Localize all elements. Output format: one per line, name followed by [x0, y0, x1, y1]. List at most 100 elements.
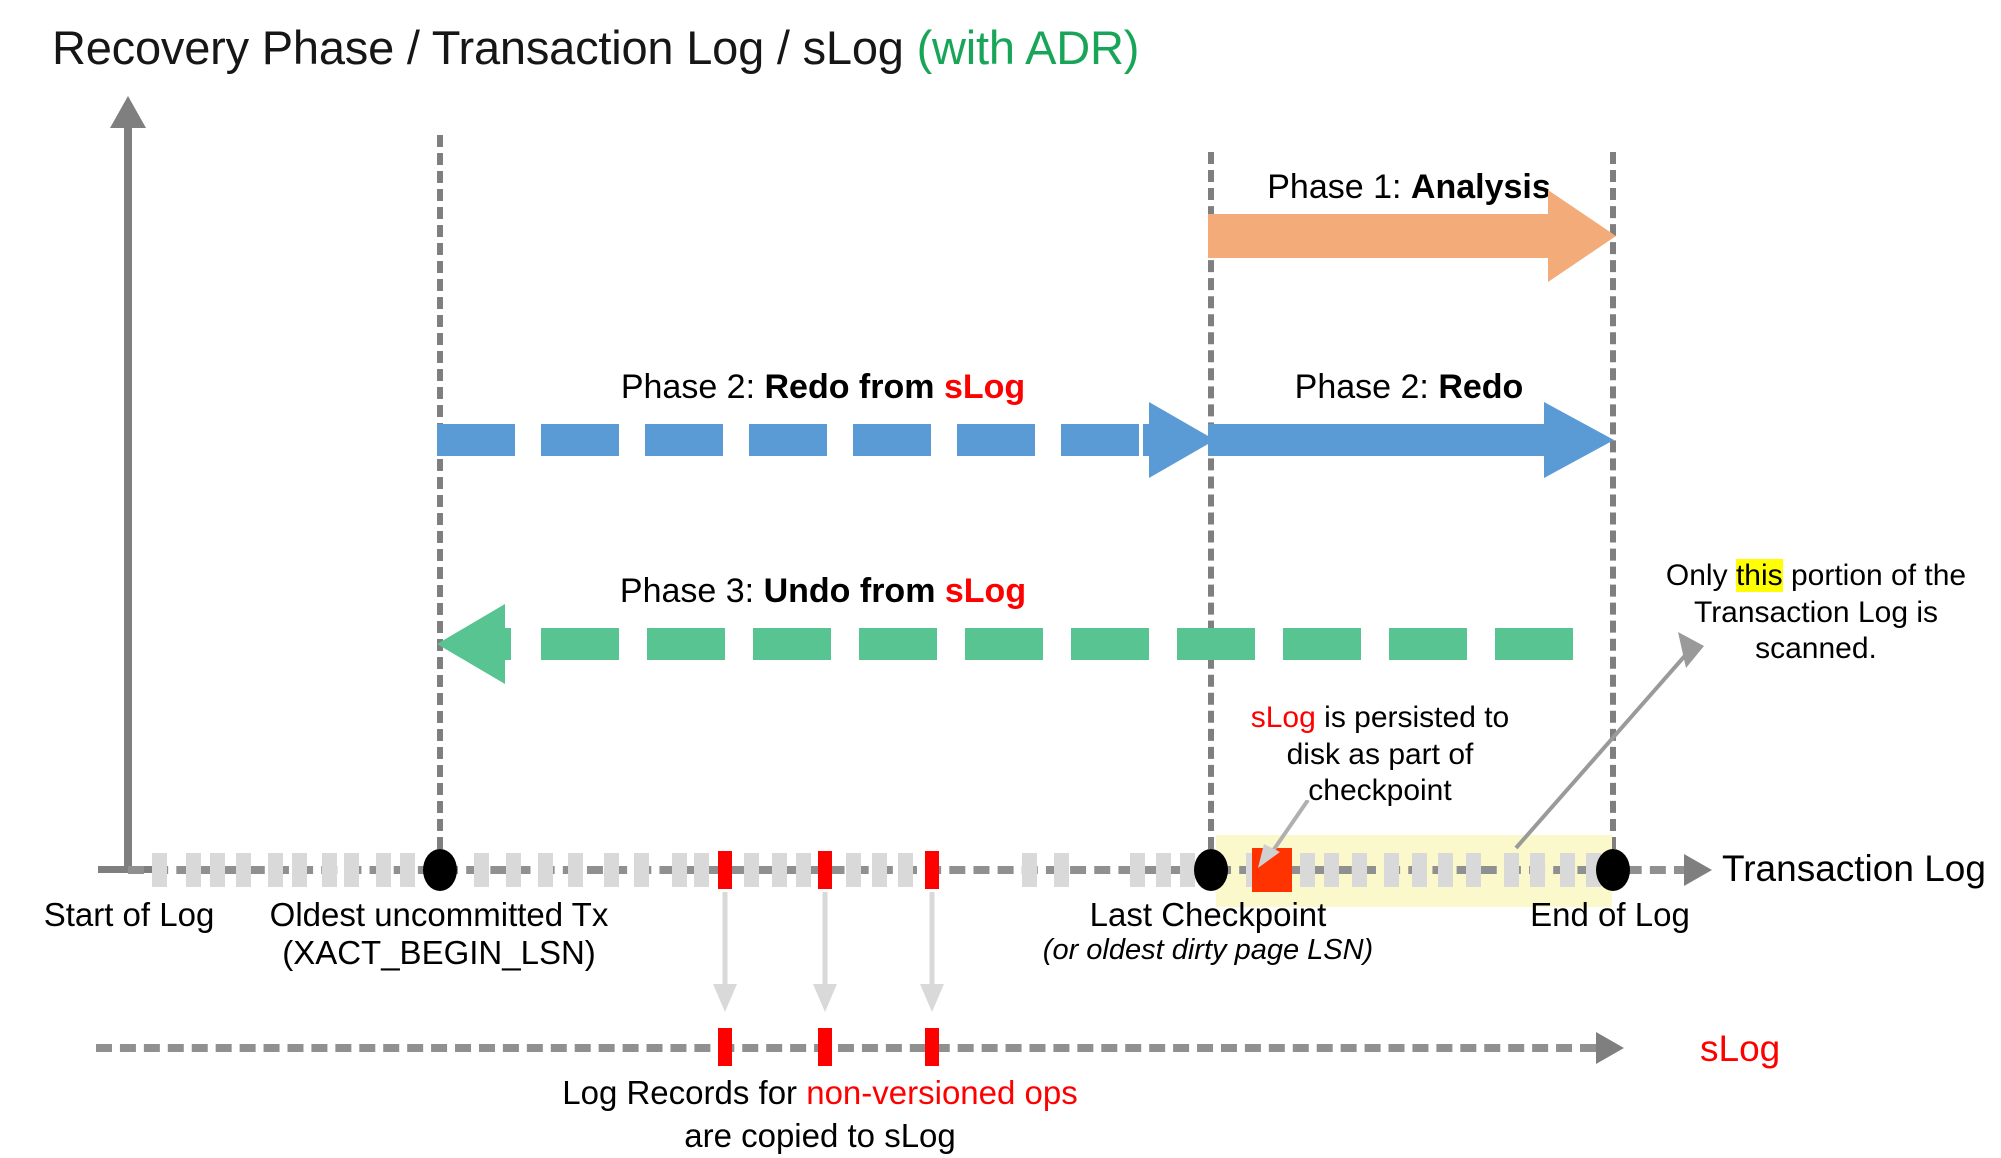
- label-end-of-log-text: End of Log: [1530, 896, 1690, 933]
- log-record-tick: [744, 853, 759, 887]
- vertical-axis: [124, 124, 132, 872]
- note-checkpoint-rest: is persisted to disk as part of checkpoi…: [1286, 701, 1510, 808]
- nonversioned-op-record-tick: [925, 851, 939, 889]
- log-record-tick: [1352, 853, 1367, 887]
- log-record-tick: [322, 853, 337, 887]
- phase-2-redo-label: Phase 2: Redo: [1208, 368, 1610, 407]
- note-slog-copy-accent: non-versioned ops: [806, 1074, 1078, 1111]
- phase-3-prefix: Phase 3:: [619, 572, 764, 610]
- log-record-tick: [210, 853, 225, 887]
- log-record-tick: [506, 853, 521, 887]
- vertical-axis-arrowhead-icon: [110, 96, 146, 128]
- phase-1-analysis-arrow: [1208, 188, 1618, 284]
- log-record-tick: [186, 853, 201, 887]
- guide-line-oldest-uncommitted-tx: [437, 135, 443, 867]
- log-record-tick: [1324, 853, 1339, 887]
- log-record-tick: [1560, 853, 1575, 887]
- note-scanned-leader-line: [1490, 630, 1710, 865]
- nonversioned-op-record-tick: [718, 851, 732, 889]
- log-record-tick: [1022, 853, 1037, 887]
- log-record-tick: [1156, 853, 1171, 887]
- note-scanned-highlight: this: [1735, 559, 1783, 592]
- log-record-tick: [772, 853, 787, 887]
- log-record-tick: [376, 853, 391, 887]
- label-last-checkpoint: Last Checkpoint (or oldest dirty page LS…: [1040, 896, 1376, 967]
- note-scanned-post: portion of the Transaction Log is scanne…: [1693, 559, 1967, 666]
- note-slog-persisted-checkpoint: sLog is persisted to disk as part of che…: [1236, 700, 1524, 810]
- log-record-tick: [268, 853, 283, 887]
- log-record-tick: [1466, 853, 1481, 887]
- phase-2-redo-from-slog-arrow: [437, 400, 1217, 480]
- phase-2a-prefix: Phase 2:: [620, 368, 765, 406]
- phase-2-redo-from-slog-label: Phase 2: Redo from sLog: [437, 368, 1209, 407]
- phase-2b-bold: Redo: [1438, 368, 1524, 406]
- log-record-tick: [1504, 853, 1519, 887]
- label-oldest-uncommitted-tx-sub: (XACT_BEGIN_LSN): [282, 934, 596, 971]
- phase-3-accent: sLog: [944, 572, 1027, 610]
- phase-2a-accent: sLog: [943, 368, 1026, 406]
- log-record-tick: [568, 853, 583, 887]
- label-start-of-log-text: Start of Log: [43, 896, 215, 933]
- log-record-tick: [152, 853, 167, 887]
- phase-3-undo-from-slog-arrow: [435, 602, 1615, 686]
- log-record-tick: [538, 853, 553, 887]
- log-record-tick: [694, 853, 709, 887]
- label-oldest-uncommitted-tx: Oldest uncommitted Tx (XACT_BEGIN_LSN): [228, 896, 650, 972]
- transaction-log-arrowhead-icon: [1684, 854, 1712, 886]
- note-checkpoint-leader-line: [1252, 798, 1314, 875]
- guide-line-last-checkpoint: [1208, 152, 1214, 867]
- phase-2-redo-arrow: [1208, 400, 1618, 480]
- slog-line: [96, 1044, 1596, 1052]
- phase-1-bold: Analysis: [1410, 168, 1551, 206]
- phase-3-bold: Undo from: [763, 572, 945, 610]
- phase-2b-prefix: Phase 2:: [1294, 368, 1439, 406]
- log-record-tick: [846, 853, 861, 887]
- note-slog-copy-pre: Log Records for: [562, 1074, 807, 1111]
- transaction-log-axis-label: Transaction Log: [1722, 848, 1986, 889]
- marker-dot-last-checkpoint: [1194, 849, 1228, 891]
- phase-1-analysis-label: Phase 1: Analysis: [1208, 168, 1610, 207]
- label-start-of-log: Start of Log: [0, 896, 258, 934]
- label-oldest-uncommitted-tx-text: Oldest uncommitted Tx: [269, 896, 609, 933]
- note-slog-copy-post: are copied to sLog: [684, 1116, 956, 1154]
- marker-dot-oldest-uncommitted-tx: [423, 849, 457, 891]
- log-record-tick: [1300, 853, 1315, 887]
- log-record-tick: [1438, 853, 1453, 887]
- log-record-tick: [1412, 853, 1427, 887]
- copy-to-slog-arrow-icon: [811, 892, 839, 1014]
- slog-record-tick: [718, 1028, 732, 1066]
- page-title: Recovery Phase / Transaction Log / sLog …: [52, 20, 1139, 75]
- log-record-tick: [796, 853, 811, 887]
- slog-record-tick: [818, 1028, 832, 1066]
- log-record-tick: [1384, 853, 1399, 887]
- nonversioned-op-record-tick: [818, 851, 832, 889]
- slog-record-tick: [925, 1028, 939, 1066]
- phase-2a-bold: Redo from: [764, 368, 944, 406]
- log-record-tick: [1180, 853, 1195, 887]
- log-record-tick: [634, 853, 649, 887]
- log-record-tick: [672, 853, 687, 887]
- log-record-tick: [236, 853, 251, 887]
- note-log-records-copied-to-slog: Log Records for non-versioned ops are co…: [540, 1072, 1100, 1158]
- phase-3-undo-from-slog-label: Phase 3: Undo from sLog: [437, 572, 1209, 611]
- log-record-tick: [872, 853, 887, 887]
- phase-1-prefix: Phase 1:: [1267, 168, 1411, 206]
- page-title-accent: (with ADR): [916, 21, 1140, 74]
- log-record-tick: [1530, 853, 1545, 887]
- log-record-tick: [292, 853, 307, 887]
- log-record-tick: [400, 853, 415, 887]
- slog-arrowhead-icon: [1596, 1032, 1624, 1064]
- note-scanned-portion: Only this portion of the Transaction Log…: [1636, 558, 1996, 668]
- log-record-tick: [898, 853, 913, 887]
- copy-to-slog-arrow-icon: [918, 892, 946, 1014]
- log-record-tick: [604, 853, 619, 887]
- guide-line-end-of-log: [1610, 152, 1616, 867]
- copy-to-slog-arrow-icon: [711, 892, 739, 1014]
- log-record-tick: [474, 853, 489, 887]
- label-end-of-log: End of Log: [1460, 896, 1760, 934]
- marker-dot-end-of-log: [1596, 849, 1630, 891]
- note-checkpoint-accent: sLog: [1250, 701, 1316, 734]
- note-scanned-pre: Only: [1665, 559, 1736, 592]
- slog-axis-label: sLog: [1700, 1028, 1781, 1069]
